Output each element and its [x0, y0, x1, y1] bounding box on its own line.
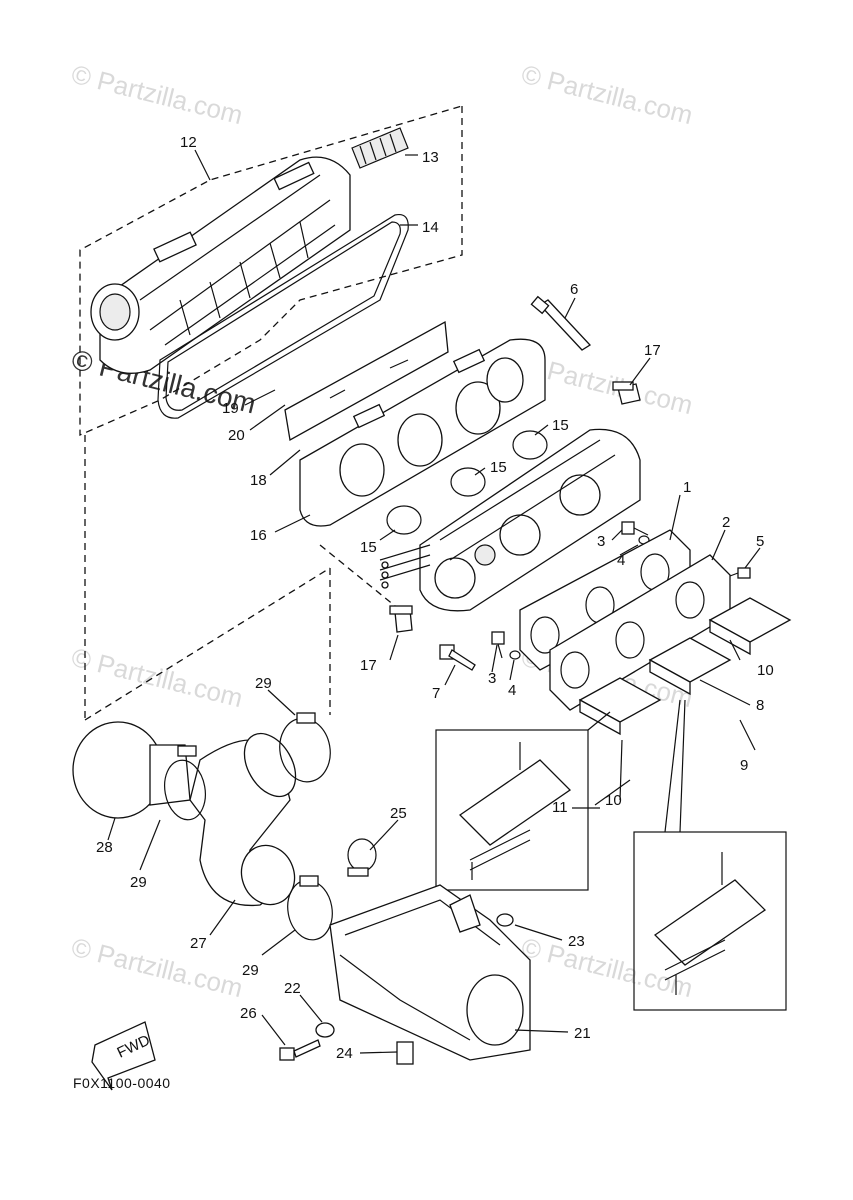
callout-20: 20 [228, 427, 245, 444]
callout-15-a: 15 [552, 417, 569, 434]
callout-22: 22 [284, 980, 301, 997]
callout-26: 26 [240, 1005, 257, 1022]
callout-6: 6 [570, 281, 578, 298]
callout-11: 11 [552, 799, 568, 816]
silencer-28 [72, 721, 191, 819]
reed-valves [578, 597, 792, 736]
callout-24: 24 [336, 1045, 353, 1062]
detail-box-right [633, 699, 787, 1011]
callout-23: 23 [568, 933, 585, 950]
throttle-body-assembly [379, 428, 641, 612]
fitting-17-upper [612, 381, 641, 405]
callout-21: 21 [574, 1025, 591, 1042]
callout-7: 7 [432, 685, 440, 702]
o-rings [386, 430, 548, 535]
grommet-23 [496, 913, 514, 927]
figure-code: F0X1100-0040 [73, 1075, 171, 1091]
callout-4-upper: 4 [617, 552, 625, 569]
filter-element [351, 127, 409, 169]
leader-lines [107, 149, 761, 1054]
callout-labels: 12 13 14 6 17 19 20 18 16 15 15 15 1 2 3… [96, 134, 774, 1062]
callout-17-lower: 17 [360, 657, 377, 674]
plate-18 [284, 320, 449, 442]
watermark-text: © Partzilla.com [69, 932, 246, 1003]
fitting-17-lower [389, 605, 413, 633]
hose-clamp-29-a [279, 712, 331, 783]
airbox-dashed-outline [79, 105, 463, 721]
screw-3-lower [491, 631, 505, 659]
callout-27: 27 [190, 935, 207, 952]
callout-3-upper: 3 [597, 533, 605, 550]
grommet-22 [315, 1022, 335, 1038]
callout-5: 5 [756, 533, 764, 550]
bolt-7 [439, 644, 476, 671]
callout-2: 2 [722, 514, 730, 531]
callout-29-b: 29 [130, 874, 147, 891]
watermark-text: © Partzilla.com [69, 642, 246, 713]
washer-4-lower [509, 650, 521, 660]
callout-13: 13 [422, 149, 439, 166]
callout-15-b: 15 [490, 459, 507, 476]
callout-12: 12 [180, 134, 197, 151]
callout-18: 18 [250, 472, 267, 489]
callout-4-lower: 4 [508, 682, 516, 699]
callout-28: 28 [96, 839, 113, 856]
filter-gasket [157, 213, 409, 419]
callout-14: 14 [422, 219, 439, 236]
callout-25: 25 [390, 805, 407, 822]
hose-clamp-29-b [164, 745, 206, 821]
clip-5 [729, 567, 751, 579]
duct-hose-27 [189, 732, 297, 907]
watermark-text: © Partzilla.com [519, 59, 696, 130]
callout-10-upper: 10 [757, 662, 774, 679]
detail-box-left [435, 711, 611, 891]
callout-16: 16 [250, 527, 267, 544]
fwd-arrow-icon: FWD [91, 1021, 156, 1091]
fitting-24 [396, 1041, 414, 1065]
watermark-text: © Partzilla.com [69, 59, 246, 130]
callout-10-lower: 10 [605, 792, 622, 809]
hose-clamp-29-c [287, 875, 333, 941]
bolt-26 [279, 1039, 321, 1061]
air-filter-case [90, 156, 351, 374]
callout-19: 19 [222, 400, 239, 417]
callout-29-c: 29 [242, 962, 259, 979]
watermarks: © Partzilla.com © Partzilla.com © Partzi… [69, 59, 696, 1003]
screw-3-upper [621, 521, 649, 536]
callout-9: 9 [740, 757, 748, 774]
callout-1: 1 [683, 479, 691, 496]
intake-box-21 [329, 884, 531, 1061]
clamp-25 [347, 838, 377, 877]
bolt-6 [530, 295, 592, 351]
callout-3-lower: 3 [488, 670, 496, 687]
callout-15-c: 15 [360, 539, 377, 556]
intake-cover [299, 338, 546, 527]
callout-17-upper: 17 [644, 342, 661, 359]
callout-29-a: 29 [255, 675, 272, 692]
callout-8: 8 [756, 697, 764, 714]
